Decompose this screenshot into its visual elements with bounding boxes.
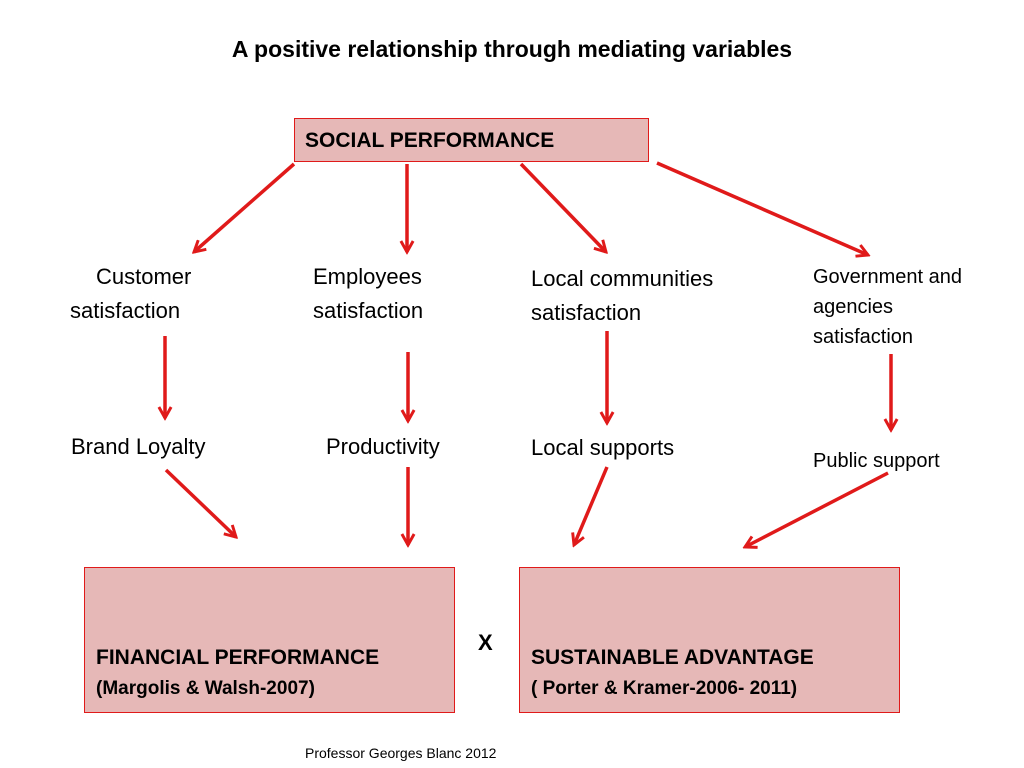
diagram-title: A positive relationship through mediatin…	[231, 36, 793, 62]
communities-satisfaction-line1: Local communities	[531, 266, 714, 291]
financial-performance-title: FINANCIAL PERFORMANCE	[96, 646, 380, 669]
financial-performance-citation: (Margolis & Walsh-2007)	[96, 678, 315, 699]
arrow-local-supports-to-sustainable	[574, 466, 609, 545]
financial-performance-box: FINANCIAL PERFORMANCE (Margolis & Walsh-…	[84, 567, 455, 713]
sustainable-advantage-citation: ( Porter & Kramer-2006- 2011)	[531, 678, 798, 699]
customer-satisfaction-line2: satisfaction	[70, 298, 181, 323]
sustainable-advantage-box: SUSTAINABLE ADVANTAGE ( Porter & Kramer-…	[519, 567, 900, 713]
social-performance-box: SOCIAL PERFORMANCE	[294, 118, 649, 162]
customer-satisfaction-line1: Customer	[96, 264, 192, 289]
government-satisfaction-line1: Government and	[813, 266, 962, 288]
employees-satisfaction-line1: Employees	[313, 264, 422, 289]
social-performance-label: SOCIAL PERFORMANCE	[305, 129, 555, 152]
arrow-social-to-communities	[519, 162, 606, 252]
productivity-node: Productivity	[326, 434, 440, 459]
multiplication-sign: X	[478, 630, 493, 655]
communities-satisfaction-line2: satisfaction	[531, 300, 642, 325]
arrow-public-support-to-sustainable	[745, 471, 889, 547]
public-support-node: Public support	[813, 450, 940, 472]
arrow-social-to-customer	[194, 162, 296, 252]
arrow-social-to-government	[656, 161, 868, 255]
arrow-brand-to-financial	[164, 468, 236, 537]
government-satisfaction-line2: agencies	[813, 296, 894, 318]
employees-satisfaction-line2: satisfaction	[313, 298, 424, 323]
footer-credit: Professor Georges Blanc 2012	[305, 745, 497, 761]
brand-loyalty-node: Brand Loyalty	[71, 434, 206, 459]
government-satisfaction-line3: satisfaction	[813, 326, 914, 348]
sustainable-advantage-title: SUSTAINABLE ADVANTAGE	[531, 646, 814, 669]
local-supports-node: Local supports	[531, 435, 675, 460]
